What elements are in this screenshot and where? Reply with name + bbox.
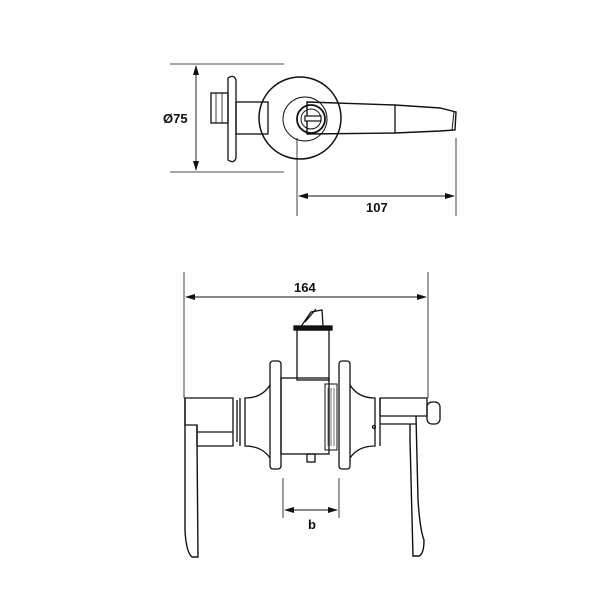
overall-width-label: 164 — [294, 280, 316, 295]
right-rosette-neck — [349, 384, 376, 459]
right-lever-arm — [409, 415, 425, 557]
lever-projection-label: 107 — [366, 200, 388, 215]
left-rosette — [269, 360, 282, 470]
turn-slot — [304, 115, 322, 122]
left-lever-hub — [184, 397, 234, 447]
side-view — [170, 63, 457, 216]
spindle-shaft — [235, 101, 269, 135]
left-rosette-neck — [244, 384, 271, 459]
emergency-release-button — [426, 401, 441, 425]
mounting-plate — [227, 75, 237, 163]
spindle-tail — [210, 92, 229, 124]
left-lever-arm — [184, 398, 199, 558]
latch-mechanism — [324, 383, 338, 451]
latch-bolt — [299, 309, 324, 329]
right-lever-hub — [379, 397, 428, 417]
chassis-tab — [306, 453, 316, 463]
rosette — [258, 76, 342, 160]
turn-knob — [296, 104, 326, 134]
top-view — [183, 272, 441, 558]
right-rosette — [338, 360, 351, 470]
lever-side — [306, 101, 457, 135]
door-thickness-label: b — [308, 517, 316, 532]
chassis-body — [280, 377, 330, 455]
rosette-inner — [282, 96, 328, 142]
latch-cylinder — [296, 329, 330, 381]
diameter-label: Ø75 — [163, 111, 188, 126]
